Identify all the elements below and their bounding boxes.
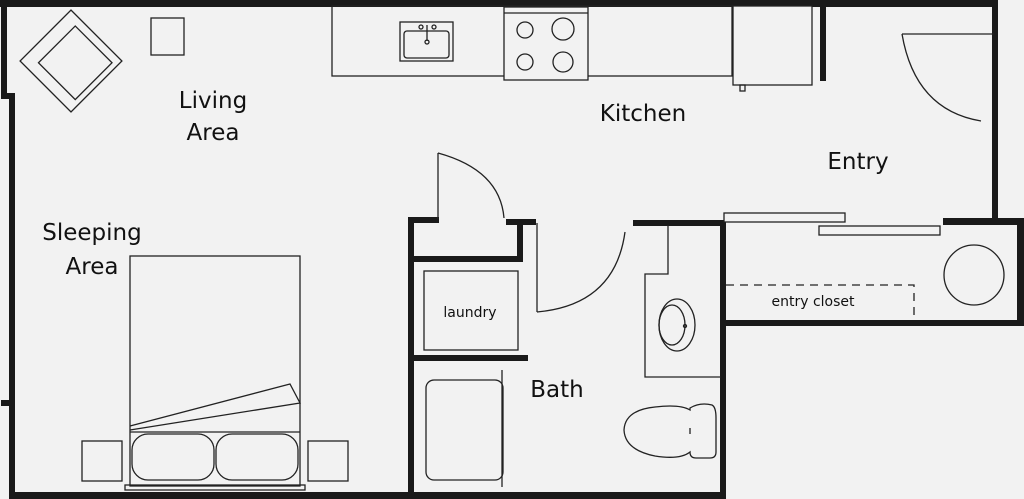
nightstand (81, 440, 123, 482)
room-label-laundry: laundry (443, 305, 496, 321)
water-heater (943, 244, 1005, 306)
bathtub (425, 370, 504, 487)
vanity (644, 225, 721, 378)
room-label-bath: Bath (530, 377, 583, 403)
closet-slider (818, 225, 941, 236)
closet-slider (723, 212, 846, 223)
room-label-entry-closet: entry closet (771, 294, 855, 310)
stove (503, 6, 589, 81)
kitchen-counter (331, 5, 733, 77)
refrigerator (732, 5, 813, 92)
side-table (150, 17, 185, 56)
toilet (623, 403, 717, 459)
room-label-living: Area (187, 120, 240, 146)
washer-dryer (423, 270, 519, 351)
room-label-living: Living (179, 88, 247, 114)
laundry-door (437, 152, 505, 219)
nightstand (307, 440, 349, 482)
room-label-sleeping: Area (66, 254, 119, 280)
entry-door (901, 33, 994, 122)
bath-door (536, 223, 626, 313)
closet-shelf (726, 284, 915, 321)
room-label-sleeping: Sleeping (42, 220, 141, 246)
room-label-kitchen: Kitchen (600, 101, 686, 127)
bed (124, 255, 306, 491)
room-label-entry: Entry (827, 149, 888, 175)
armchair (19, 9, 123, 113)
